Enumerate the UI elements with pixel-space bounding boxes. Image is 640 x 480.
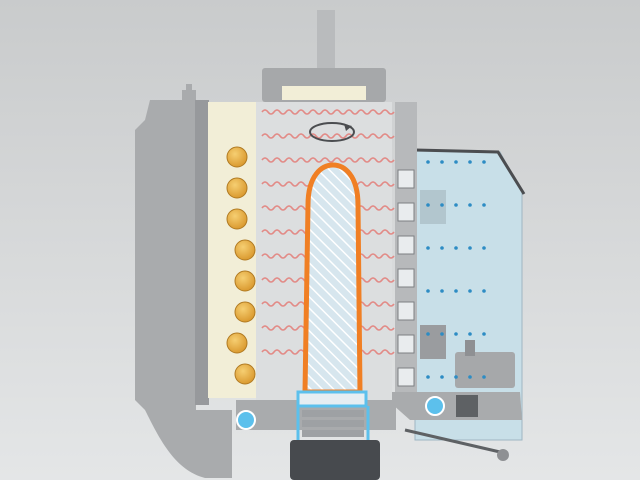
heating-lamp-icon	[226, 146, 248, 168]
preform	[302, 162, 363, 395]
cooling-air-icon	[468, 289, 472, 293]
housing-knob	[182, 90, 196, 102]
cooling-air-icon	[454, 160, 458, 164]
heating-lamps	[226, 146, 256, 385]
cooling-air-icon	[440, 289, 444, 293]
housing-inner-edge	[195, 100, 209, 405]
heating-lamp-icon	[226, 332, 248, 354]
cooling-air-icon	[426, 289, 430, 293]
cooling-air-icon	[426, 375, 430, 379]
actuator-pin	[465, 340, 475, 356]
left-housing	[135, 100, 232, 478]
cooling-air-icon	[468, 375, 472, 379]
housing-knob-tip	[186, 84, 192, 92]
heating-lamp-icon	[226, 208, 248, 230]
cooling-air-icon	[426, 332, 430, 336]
cooling-air-icon	[426, 160, 430, 164]
cooling-air-icon	[468, 246, 472, 250]
heat-wave-icon	[261, 157, 395, 163]
gripper-block	[456, 395, 478, 417]
cooling-air-icon	[482, 246, 486, 250]
cooling-block-upper	[420, 325, 446, 359]
cooling-air-icon	[482, 203, 486, 207]
cooling-air-icon	[440, 160, 444, 164]
cooling-panel-frame	[414, 148, 526, 195]
heating-lamp-icon	[226, 177, 248, 199]
cooling-air-icon	[440, 246, 444, 250]
heating-lamp-icon	[234, 239, 256, 261]
cooling-air-icon	[482, 332, 486, 336]
top-shaft	[317, 10, 335, 70]
cooling-air-icon	[454, 375, 458, 379]
rotation-arrow-icon	[309, 122, 355, 142]
heating-lamp-icon	[234, 270, 256, 292]
linkage-joint	[497, 449, 509, 461]
coolant-port-right	[425, 396, 445, 416]
cooling-air-icon	[426, 203, 430, 207]
preform-thread	[296, 406, 370, 440]
cooling-air-icon	[454, 246, 458, 250]
wall-slot	[397, 301, 415, 321]
cooling-air-icon	[468, 160, 472, 164]
cooling-block-lower	[420, 190, 446, 224]
linkage-rod	[404, 428, 501, 454]
cooling-air-icon	[426, 246, 430, 250]
cooling-air-icon	[454, 203, 458, 207]
spindle-base	[290, 440, 380, 480]
heating-lamp-icon	[234, 301, 256, 323]
heat-wave-icon	[261, 133, 395, 139]
cooling-air-icon	[440, 203, 444, 207]
preform-neck-ring	[296, 390, 368, 408]
cooling-air-icon	[468, 203, 472, 207]
wall-slot	[397, 367, 415, 387]
wall-slot	[397, 235, 415, 255]
cooling-air-icon	[482, 160, 486, 164]
heat-waves	[261, 109, 395, 355]
cooling-air-icon	[482, 289, 486, 293]
cooling-air-dots	[426, 160, 486, 379]
coolant-port-left	[236, 410, 256, 430]
right-wall-slots	[397, 169, 415, 387]
wall-slot	[397, 268, 415, 288]
cooling-air-icon	[482, 375, 486, 379]
heat-wave-icon	[261, 109, 395, 115]
cooling-air-icon	[440, 375, 444, 379]
heating-lamp-icon	[234, 363, 256, 385]
top-reflector	[282, 86, 366, 100]
actuator-body	[455, 352, 515, 388]
cooling-air-icon	[440, 332, 444, 336]
wall-slot	[397, 334, 415, 354]
wall-slot	[397, 202, 415, 222]
cooling-air-icon	[454, 332, 458, 336]
cooling-air-icon	[454, 289, 458, 293]
wall-slot	[397, 169, 415, 189]
cooling-air-icon	[468, 332, 472, 336]
